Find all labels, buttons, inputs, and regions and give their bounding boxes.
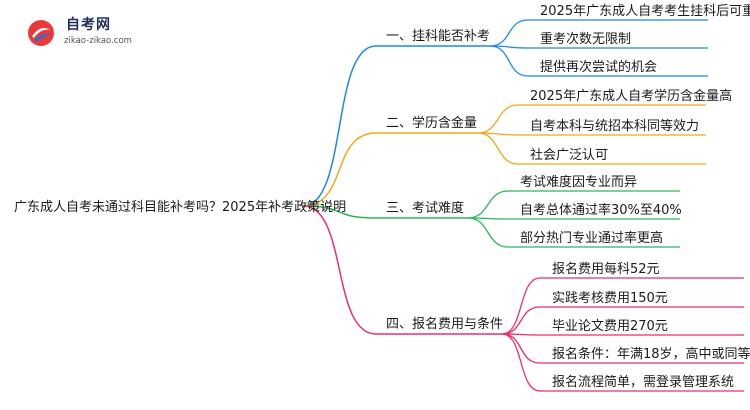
logo-mark-icon xyxy=(28,20,54,46)
branch-4-child-4-connector xyxy=(501,333,541,364)
root-topic: 广东成人自考未通过科目能补考吗？2025年补考政策说明 xyxy=(14,199,346,215)
branch-2-child-1-connector xyxy=(477,104,519,134)
branch-3-child-1-connector xyxy=(467,190,509,219)
branch-4-label: 四、报名费用与条件 xyxy=(386,316,503,332)
branch-3-child-3-connector xyxy=(467,217,509,248)
branch-4-child-5-label: 报名流程简单，需登录管理系统 xyxy=(552,374,734,390)
branch-4-child-3-label: 毕业论文费用270元 xyxy=(552,319,668,334)
branch-1-label: 一、挂科能否补考 xyxy=(386,29,490,44)
mind-map-edges xyxy=(302,19,744,392)
branch-2-label: 二、学历含金量 xyxy=(386,115,477,131)
branch-3-label: 三、考试难度 xyxy=(386,200,464,216)
logo-domain: zikao-zikao.com xyxy=(64,36,132,46)
branch-3-child-3-label: 部分热门专业通过率更高 xyxy=(520,230,663,246)
branch-2-child-1-label: 2025年广东成人自考学历含金量高 xyxy=(530,88,732,104)
branch-2-child-3-connector xyxy=(477,132,519,165)
mind-map-nodes: 广东成人自考未通过科目能补考吗？2025年补考政策说明 一、挂科能否补考 2025年… xyxy=(14,3,750,390)
branch-4-child-1-label: 报名费用每科52元 xyxy=(552,261,660,277)
site-logo[interactable]: 自考网 zikao-zikao.com xyxy=(26,14,136,54)
branch-2-connector xyxy=(302,132,377,207)
branch-1-connector xyxy=(302,45,377,207)
branch-2-child-3-label: 社会广泛认可 xyxy=(530,147,608,163)
branch-4-child-4-label: 报名条件：年满18岁，高中或同等学历 xyxy=(552,346,750,362)
branch-4-child-5-connector xyxy=(501,333,541,392)
branch-1-child-1-connector xyxy=(489,19,529,47)
branch-4-child-2-connector xyxy=(501,306,541,335)
branch-1-child-1-label: 2025年广东成人自考考生挂科后可重考 xyxy=(540,3,750,19)
branch-3-connector xyxy=(302,205,377,219)
branch-4-child-1-connector xyxy=(501,277,541,335)
logo-name: 自考网 xyxy=(66,17,111,33)
branch-2-child-2-label: 自考本科与统招本科同等效力 xyxy=(530,118,699,134)
branch-1-child-3-label: 提供再次尝试的机会 xyxy=(540,59,657,75)
branch-4-connector xyxy=(302,205,377,335)
branch-3-child-2-label: 自考总体通过率30%至40% xyxy=(520,202,682,218)
branch-4-child-2-label: 实践考核费用150元 xyxy=(552,291,668,306)
branch-1-child-2-label: 重考次数无限制 xyxy=(540,31,631,47)
branch-3-child-1-label: 考试难度因专业而异 xyxy=(520,174,637,190)
branch-1-child-3-connector xyxy=(489,45,529,77)
